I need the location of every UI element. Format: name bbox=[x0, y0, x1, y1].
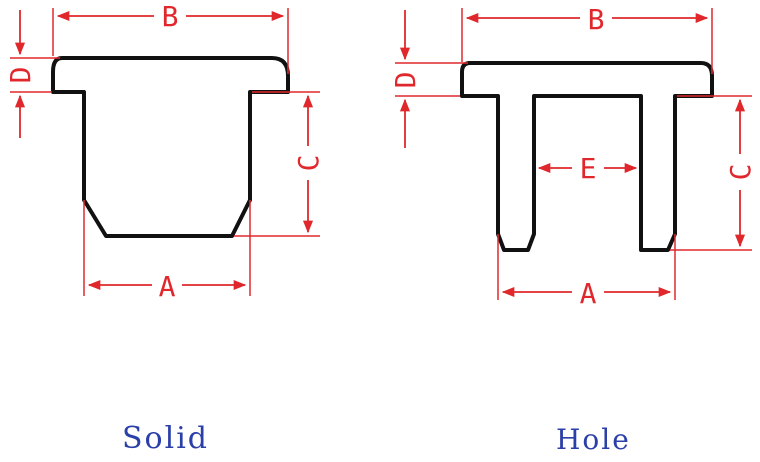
solid-plug-drawing: B D C A bbox=[4, 0, 325, 303]
solid-label-a: A bbox=[159, 270, 176, 303]
hole-label-b: B bbox=[588, 3, 605, 36]
hole-label-d: D bbox=[389, 72, 422, 89]
solid-label-d: D bbox=[4, 67, 37, 84]
hole-extension-lines bbox=[395, 8, 752, 300]
solid-extension-lines bbox=[10, 8, 320, 296]
hole-dimension-c: C bbox=[724, 98, 757, 248]
solid-dimension-d: D bbox=[4, 10, 37, 138]
hole-plug-outline bbox=[460, 61, 714, 252]
hole-label-a: A bbox=[580, 277, 597, 310]
solid-plug-outline bbox=[51, 56, 290, 238]
hole-dimension-d: D bbox=[389, 10, 422, 148]
hole-label-e: E bbox=[580, 152, 597, 185]
hole-label-c: C bbox=[724, 164, 757, 181]
solid-dimension-a: A bbox=[87, 270, 247, 303]
solid-label-b: B bbox=[162, 0, 179, 33]
solid-label-c: C bbox=[292, 155, 325, 172]
hole-dimension-b: B bbox=[465, 3, 709, 36]
hole-caption: Hole bbox=[556, 423, 631, 456]
hole-dimension-e: E bbox=[537, 152, 638, 185]
solid-dimension-c: C bbox=[292, 94, 325, 234]
solid-dimension-b: B bbox=[56, 0, 285, 33]
solid-caption: Solid bbox=[122, 421, 210, 456]
hole-plug-drawing: B D E C A bbox=[389, 3, 757, 310]
hole-dimension-a: A bbox=[501, 277, 672, 310]
